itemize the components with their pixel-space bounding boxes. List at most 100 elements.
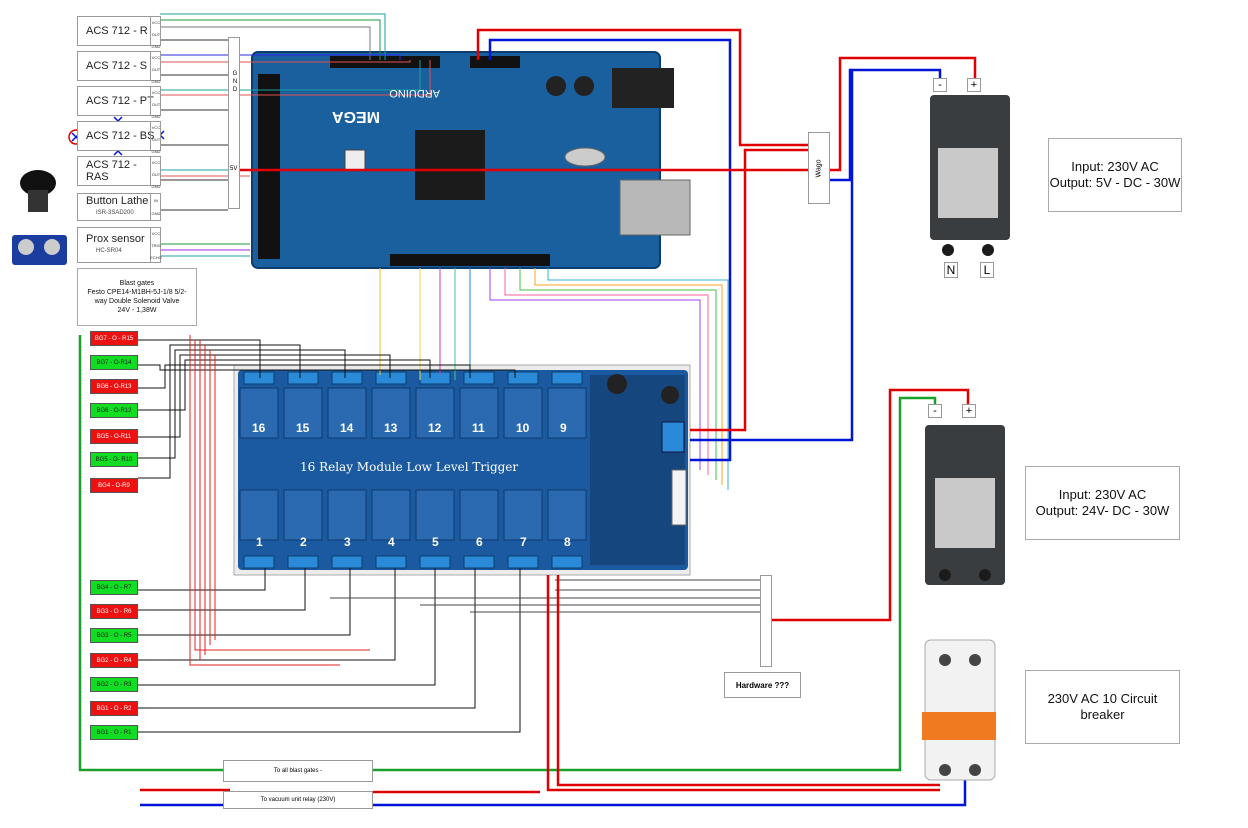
capacitor: [574, 76, 594, 96]
terminal-block: [507, 371, 539, 385]
pin-label: VCC: [151, 55, 161, 60]
relay: [547, 489, 587, 541]
pin-label: VCC: [151, 90, 161, 95]
relay: [503, 489, 543, 541]
v5-label: 5V: [230, 166, 238, 172]
prox-sensor-image: [12, 235, 67, 265]
reset-button: [344, 149, 366, 171]
arduino-mega-board: [251, 51, 691, 269]
relay: [327, 489, 367, 541]
sensor-label: ACS 712 - S: [86, 60, 148, 72]
sensor-box: ACS 712 - RAS VCC OUT GND: [77, 156, 161, 189]
pin-label: GND: [151, 44, 161, 49]
relay: [415, 387, 455, 439]
hardware-label: Hardware ???: [735, 680, 790, 690]
relay: [327, 387, 367, 439]
blast-gate-label: BG6 - O-R13: [90, 379, 138, 394]
blast-gate-label: BG7 - O-R14: [90, 355, 138, 370]
relay: [503, 387, 543, 439]
relay-number: 15: [296, 421, 310, 435]
mcu-chip: [415, 130, 485, 200]
arduino-brand: ARDUINO: [389, 87, 440, 99]
terminal-block: [551, 371, 583, 385]
blast-all-label: To all blast gates -: [273, 768, 323, 774]
pin-label: GND: [151, 184, 161, 189]
terminal-block: [419, 555, 451, 569]
relay: [415, 489, 455, 541]
blast-gate-label: BG6 - O-R12: [90, 403, 138, 418]
capacitor: [546, 76, 566, 96]
terminal-block: [463, 555, 495, 569]
info-breaker: 230V AC 10 Circuit breaker: [1025, 670, 1180, 744]
pin-label: OUT: [151, 67, 161, 72]
sensor-pins: VCC OUT GND: [150, 52, 161, 84]
capacitor: [661, 386, 679, 404]
blast-gates-info: Blast gates Festo CPE14-M1BH-5J-1/8 5/2-…: [77, 268, 197, 326]
sensor-label: ACS 712 - RAS: [86, 159, 137, 183]
terminal-block: [287, 555, 319, 569]
pin-label: GND: [151, 149, 161, 154]
sensor-label: ACS 712 - R: [86, 25, 148, 37]
relay-number: 7: [520, 535, 527, 549]
gnd-label: G N D: [232, 71, 238, 93]
terminal-block: [551, 555, 583, 569]
relay-number: 10: [516, 421, 530, 435]
pin-label: VCC: [151, 125, 161, 130]
info-24v-line1: Input: 230V AC: [1058, 487, 1147, 502]
pin-label: OUT: [151, 172, 161, 177]
terminal-block: [287, 371, 319, 385]
blast-line4: 24V - 1,38W: [117, 307, 157, 314]
relay-number: 12: [428, 421, 442, 435]
vacuum-box: To vacuum unit relay (230V): [223, 791, 373, 809]
relay-number: 14: [340, 421, 354, 435]
terminal-block: [419, 371, 451, 385]
pin-label: VCC: [151, 20, 161, 25]
relay-number: 1: [256, 535, 263, 549]
blast-gate-label: BG2 - O - R4: [90, 653, 138, 668]
relay-module-title: 16 Relay Module Low Level Trigger: [300, 460, 518, 474]
relay: [547, 387, 587, 439]
hardware-box: Hardware ???: [724, 672, 801, 698]
blast-line3: way Double Solenoid Valve: [94, 298, 180, 305]
relay-number: 6: [476, 535, 483, 549]
blast-gate-label: BG4 - O-R9: [90, 478, 138, 493]
pin-label: GND: [151, 79, 161, 84]
power-wires: [78, 28, 977, 807]
relay-number: 11: [472, 421, 485, 435]
circuit-breaker: [922, 639, 996, 781]
blast-gate-label: BG5 - O-R11: [90, 429, 138, 444]
capacitor: [607, 374, 627, 394]
info-5v-line1: Input: 230V AC: [1071, 159, 1159, 174]
gnd-5v-bus: G N D 5V: [228, 37, 240, 209]
terminal-block: [375, 555, 407, 569]
relay: [239, 387, 279, 439]
relay-number: 9: [560, 421, 567, 435]
psu-5v-minus: -: [933, 78, 947, 92]
blast-all-box: To all blast gates -: [223, 760, 373, 782]
info-5v-line2: Output: 5V - DC - 30W: [1049, 175, 1181, 190]
relay-number: 5: [432, 535, 439, 549]
pin-label: OUT: [151, 102, 161, 107]
button-lathe-sub: ISR-3SAD200: [96, 210, 134, 216]
relay: [239, 489, 279, 541]
terminal-block: [243, 555, 275, 569]
power-jack: [612, 68, 674, 108]
pin-label: VCC: [151, 160, 161, 165]
relay-number: 8: [564, 535, 571, 549]
relay-number: 16: [252, 421, 266, 435]
relay-module-board: [233, 364, 691, 576]
psu-5v-n: N: [944, 262, 958, 278]
blast-gate-label: BG1 - O - R2: [90, 701, 138, 716]
pin-label: GND: [151, 114, 161, 119]
relay-number: 3: [344, 535, 351, 549]
button-lathe-label: Button Lathe: [86, 195, 149, 207]
pin-label: OUT: [151, 137, 161, 142]
